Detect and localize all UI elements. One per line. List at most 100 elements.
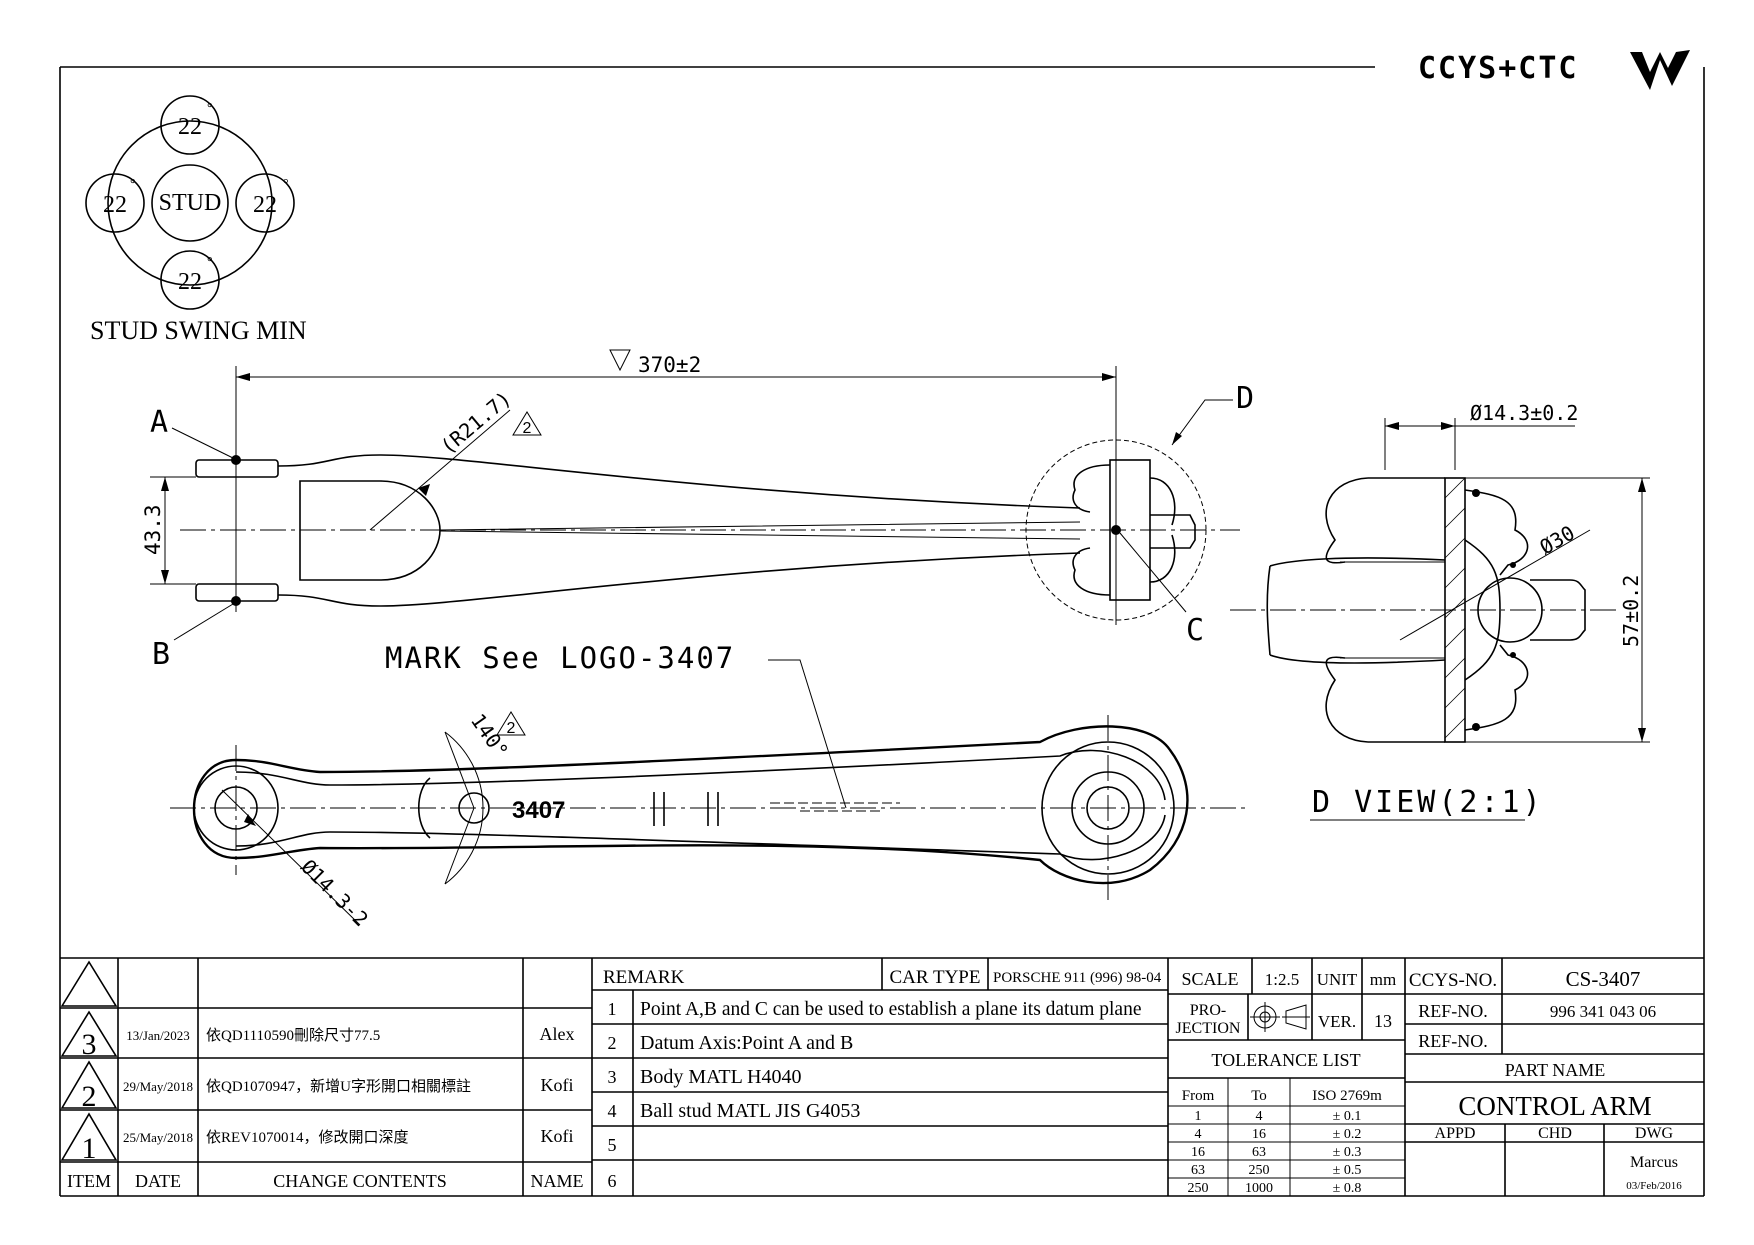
tolerance-header-iso: ISO 2769m (1312, 1088, 1382, 1104)
point-d-label: D (1236, 381, 1254, 416)
remark-1-text: Point A,B and C can be used to establish… (640, 999, 1142, 1020)
part-name-value: CONTROL ARM (1458, 1091, 1651, 1121)
dwg-label: DWG (1635, 1125, 1674, 1142)
stud-angle-top: 22 (178, 114, 202, 140)
ref-no-value: 996 341 043 06 (1550, 1002, 1656, 1021)
projection-label-line2: JECTION (1176, 1020, 1241, 1037)
tolerance-row-2-to: 16 (1252, 1127, 1266, 1142)
ccys-no-value: CS-3407 (1566, 967, 1641, 991)
stud-angle-right: 22 (253, 192, 277, 218)
remark-2-num: 2 (608, 1033, 617, 1053)
remark-4-text: Ball stud MATL JIS G4053 (640, 1100, 860, 1122)
mark-note: MARK See LOGO-3407 (385, 641, 735, 675)
car-type-label: CAR TYPE (890, 967, 981, 988)
stud-angle-left: 22 (103, 192, 127, 218)
remark-1-num: 1 (608, 999, 617, 1019)
scale-label: SCALE (1181, 969, 1238, 989)
ref-no-label: REF-NO. (1418, 1001, 1488, 1021)
bore-diameter-dimension: Ø14.3-2 (296, 855, 373, 932)
scale-value: 1:2.5 (1265, 970, 1299, 989)
degree-mark-bottom: ° (207, 255, 213, 270)
point-c-label: C (1186, 613, 1204, 648)
tolerance-title: TOLERANCE LIST (1211, 1050, 1360, 1070)
revision-2-item: 2 (82, 1080, 97, 1113)
tolerance-row-1-from: 1 (1195, 1109, 1202, 1124)
stud-diameter-dimension: Ø14.3±0.2 (1470, 401, 1578, 425)
dwg-name: Marcus (1630, 1154, 1678, 1171)
revision-marker-angle: 2 (507, 720, 516, 737)
remark-6-num: 6 (608, 1171, 617, 1191)
ccys-no-label: CCYS-NO. (1409, 970, 1497, 991)
tolerance-row-3-from: 16 (1191, 1145, 1205, 1160)
third-angle-projection-icon (1250, 1002, 1310, 1032)
top-view: 370±2 43.3 (R21.7) 2 A (141, 349, 1254, 809)
d-view-caption: D VIEW(2:1) (1312, 785, 1544, 820)
stud-angle-bottom: 22 (178, 269, 202, 295)
tolerance-row-4-to: 250 (1249, 1163, 1270, 1178)
remark-3-num: 3 (608, 1067, 617, 1087)
side-view: 3407 140° 2 Ø14.3-2 (170, 709, 1245, 931)
title-block: 3 2 1 13/Jan/2023 29/May/2018 25/May/201… (60, 957, 1704, 1196)
stud-swing-caption: STUD SWING MIN (90, 316, 307, 345)
ref-no2-label: REF-NO. (1418, 1031, 1488, 1051)
revision-1-date: 25/May/2018 (123, 1130, 193, 1145)
part-number-stamp: 3407 (512, 797, 565, 824)
eye-width-dimension: 43.3 (141, 504, 165, 555)
revision-header-change: CHANGE CONTENTS (273, 1171, 447, 1191)
degree-mark-left: ° (130, 177, 136, 192)
revision-2-change: 依QD1070947，新增U字形開口相關標註 (206, 1078, 471, 1095)
chd-label: CHD (1538, 1125, 1572, 1142)
revision-1-item: 1 (82, 1132, 97, 1165)
tolerance-row-3-value: ± 0.3 (1333, 1145, 1362, 1160)
unit-label: UNIT (1317, 970, 1358, 989)
revision-header-item: ITEM (67, 1171, 111, 1191)
revision-3-date: 13/Jan/2023 (126, 1028, 190, 1043)
tolerance-row-4-value: ± 0.5 (1333, 1163, 1362, 1178)
remark-4-num: 4 (608, 1101, 617, 1121)
revision-1-change: 依REV1070014，修改開口深度 (206, 1129, 409, 1146)
degree-mark-right: ° (283, 177, 289, 192)
brand-logo: CCYS+CTC (1418, 50, 1690, 90)
revision-header-date: DATE (135, 1171, 181, 1191)
overall-length-dimension: 370±2 (638, 353, 701, 377)
revision-3-item: 3 (82, 1028, 97, 1061)
tolerance-row-4-from: 63 (1191, 1163, 1205, 1178)
tolerance-row-2-value: ± 0.2 (1333, 1127, 1362, 1142)
projection-label-line1: PRO- (1190, 1002, 1226, 1019)
appd-label: APPD (1435, 1125, 1476, 1142)
tolerance-row-5-from: 250 (1188, 1181, 1209, 1196)
remark-header: REMARK (603, 967, 685, 988)
drawing-frame (59, 66, 1705, 1197)
housing-height-dimension: 57±0.2 (1619, 575, 1643, 647)
revision-marker-radius: 2 (523, 420, 532, 437)
part-name-label: PART NAME (1505, 1060, 1605, 1080)
remark-3-text: Body MATL H4040 (640, 1066, 801, 1088)
scale-projection-tolerance: SCALE 1:2.5 UNIT mm PRO- JECTION VER. 13… (1168, 958, 1406, 1196)
remark-5-num: 5 (608, 1135, 617, 1155)
unit-value: mm (1370, 970, 1396, 989)
tolerance-row-5-value: ± 0.8 (1333, 1181, 1362, 1196)
car-type-value: PORSCHE 911 (996) 98-04 (993, 970, 1162, 986)
part-identification: CCYS-NO. CS-3407 REF-NO. 996 341 043 06 … (1405, 958, 1704, 1196)
stud-label: STUD (159, 190, 222, 216)
revision-2-name: Kofi (541, 1075, 574, 1095)
revision-header-name: NAME (531, 1171, 584, 1191)
revision-3-change: 依QD1110590刪除尺寸77.5 (206, 1027, 380, 1044)
revision-2-date: 29/May/2018 (123, 1079, 193, 1094)
point-b-label: B (152, 637, 170, 672)
revision-3-name: Alex (540, 1024, 575, 1044)
revision-1-name: Kofi (541, 1126, 574, 1146)
tolerance-row-5-to: 1000 (1245, 1181, 1273, 1196)
brand-logo-text: CCYS+CTC (1418, 51, 1579, 86)
ball-diameter-dimension: Ø30 (1536, 520, 1579, 559)
point-a-label: A (150, 405, 168, 440)
radius-dimension: (R21.7) (436, 386, 516, 459)
d-view-section: Ø14.3±0.2 Ø30 5 (1230, 401, 1650, 821)
dwg-date: 03/Feb/2016 (1626, 1180, 1682, 1192)
ver-label: VER. (1318, 1012, 1356, 1031)
tolerance-row-1-value: ± 0.1 (1333, 1109, 1362, 1124)
remark-2-text: Datum Axis:Point A and B (640, 1032, 853, 1054)
tolerance-header-to: To (1251, 1088, 1267, 1104)
